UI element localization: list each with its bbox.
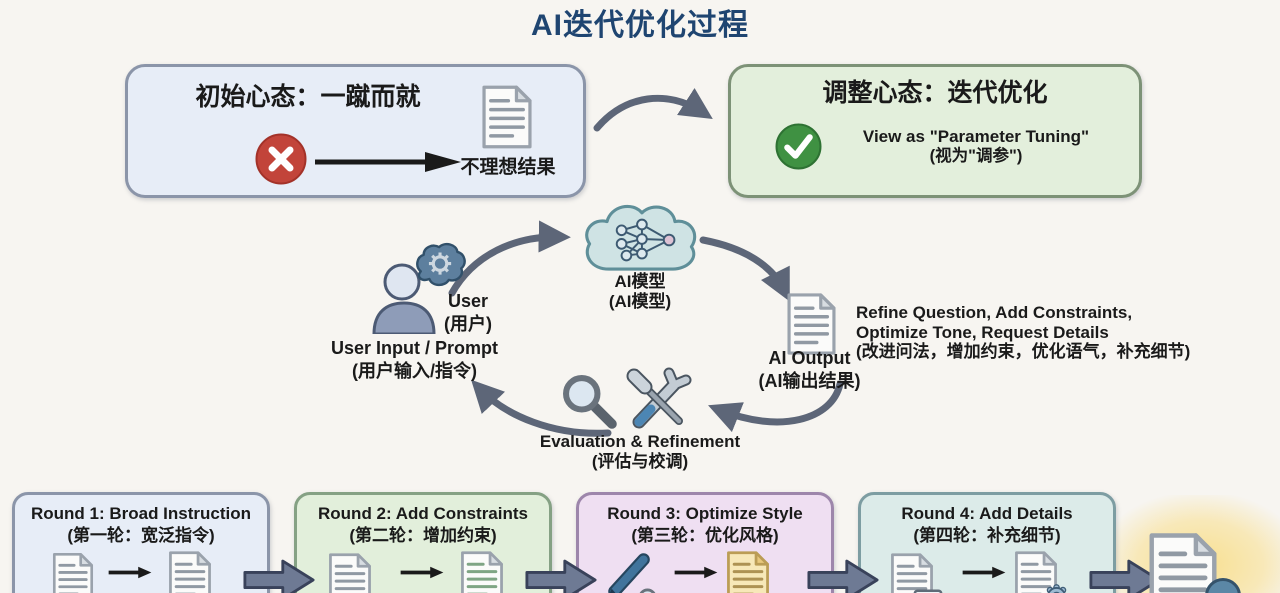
user-input-sub: (用户输入/指令) bbox=[352, 360, 477, 381]
round-2-to-3-arrow bbox=[525, 556, 597, 593]
round-2-arrow-icon bbox=[399, 565, 445, 580]
refine-line3: (改进问法，增加约束，优化语气，补充细节) bbox=[856, 342, 1191, 361]
round-4-title-group: Round 4: Add Details (第四轮：补充细节) bbox=[861, 495, 1113, 547]
round-1-title-group: Round 1: Broad Instruction (第一轮：宽泛指令) bbox=[15, 495, 267, 547]
adjusted-mindset-title: 调整心态：迭代优化 bbox=[822, 79, 1048, 107]
user-label-group: User (用户) bbox=[428, 290, 508, 335]
round-4-title: Round 4: Add Details bbox=[901, 504, 1073, 523]
ai-output-label: AI Output bbox=[768, 348, 851, 368]
adjusted-mindset-text: View as "Parameter Tuning" (视为"调参") bbox=[826, 127, 1126, 167]
round-1-arrow-icon bbox=[107, 565, 153, 580]
evaluation-sub: (评估与校调) bbox=[591, 452, 689, 472]
ai-model-cloud-icon bbox=[576, 198, 704, 282]
evaluation-label: Evaluation & Refinement bbox=[539, 432, 741, 451]
ai-output-label-group: AI Output (AI输出结果) bbox=[742, 347, 877, 392]
parameter-tuning-sub: (视为"调参") bbox=[929, 147, 1023, 166]
user-input-label-group: User Input / Prompt (用户输入/指令) bbox=[322, 337, 507, 382]
mindset-transition-arrow bbox=[593, 87, 713, 132]
evaluation-label-group: Evaluation & Refinement (评估与校调) bbox=[515, 432, 765, 472]
round-3-title: Round 3: Optimize Style bbox=[607, 504, 803, 523]
user-label: User bbox=[447, 291, 489, 311]
round-1-output-document-icon bbox=[167, 549, 213, 593]
bad-result-document-icon bbox=[480, 83, 534, 151]
round-2-input-document-icon bbox=[327, 551, 373, 593]
round-1-sub: (第一轮：宽泛指令) bbox=[67, 525, 215, 545]
round-1-to-2-arrow bbox=[243, 556, 315, 593]
round-4-sub: (第四轮：补充细节) bbox=[913, 525, 1061, 545]
round-2-title-group: Round 2: Add Constraints (第二轮：增加约束) bbox=[297, 495, 549, 547]
parameter-tuning-line: View as "Parameter Tuning" bbox=[862, 127, 1090, 146]
adjusted-mindset-box: 调整心态：迭代优化 View as "Parameter Tuning" (视为… bbox=[728, 64, 1142, 198]
tools-icon bbox=[624, 366, 692, 434]
round-4-badge-icon bbox=[1043, 583, 1070, 593]
round-4-arrow-icon bbox=[961, 565, 1007, 580]
ai-model-label: AI模型 bbox=[614, 272, 666, 291]
round-3-to-4-arrow bbox=[807, 556, 879, 593]
round-4-box: Round 4: Add Details (第四轮：补充细节) bbox=[858, 492, 1116, 593]
success-icon bbox=[775, 123, 822, 170]
ai-model-sub: (AI模型) bbox=[608, 292, 672, 312]
magnifier-icon bbox=[560, 372, 618, 430]
brain-gear-icon bbox=[413, 241, 469, 290]
refine-actions-text: Refine Question, Add Constraints, Optimi… bbox=[856, 303, 1190, 362]
round-2-box: Round 2: Add Constraints (第二轮：增加约束) bbox=[294, 492, 552, 593]
round-3-box: Round 3: Optimize Style (第三轮：优化风格) bbox=[576, 492, 834, 593]
round-2-sub: (第二轮：增加约束) bbox=[349, 525, 497, 545]
ai-model-label-group: AI模型 (AI模型) bbox=[565, 272, 715, 312]
bad-result-label: 不理想结果 bbox=[460, 157, 556, 178]
error-icon bbox=[255, 133, 307, 185]
round-2-title: Round 2: Add Constraints bbox=[318, 504, 528, 523]
round-2-output-document-icon bbox=[459, 549, 505, 593]
round-3-sub: (第三轮：优化风格) bbox=[631, 525, 779, 545]
user-sub: (用户) bbox=[444, 313, 492, 334]
round-1-input-document-icon bbox=[51, 551, 95, 593]
refine-line2: Optimize Tone, Request Details bbox=[856, 322, 1109, 342]
user-input-label: User Input / Prompt bbox=[330, 338, 498, 358]
round-1-title: Round 1: Broad Instruction bbox=[30, 504, 252, 523]
initial-mindset-title: 初始心态：一蹴而就 bbox=[195, 83, 421, 111]
model-to-output-arrow bbox=[699, 236, 790, 302]
ai-output-sub: (AI输出结果) bbox=[758, 370, 861, 391]
round-4-subdocument-icon bbox=[913, 589, 943, 593]
page-title: AI迭代优化过程 bbox=[531, 9, 749, 42]
round-4-input-document-icon bbox=[889, 551, 935, 593]
round-3-arrow-icon bbox=[673, 565, 719, 580]
refine-line1: Refine Question, Add Constraints, bbox=[856, 303, 1133, 322]
initial-mindset-box: 初始心态：一蹴而就 不理想结果 bbox=[125, 64, 586, 198]
round-3-styled-document-icon bbox=[725, 549, 771, 593]
round-3-magnifier-icon bbox=[637, 587, 665, 593]
round-3-title-group: Round 3: Optimize Style (第三轮：优化风格) bbox=[579, 495, 831, 547]
round-1-box: Round 1: Broad Instruction (第一轮：宽泛指令) bbox=[12, 492, 270, 593]
